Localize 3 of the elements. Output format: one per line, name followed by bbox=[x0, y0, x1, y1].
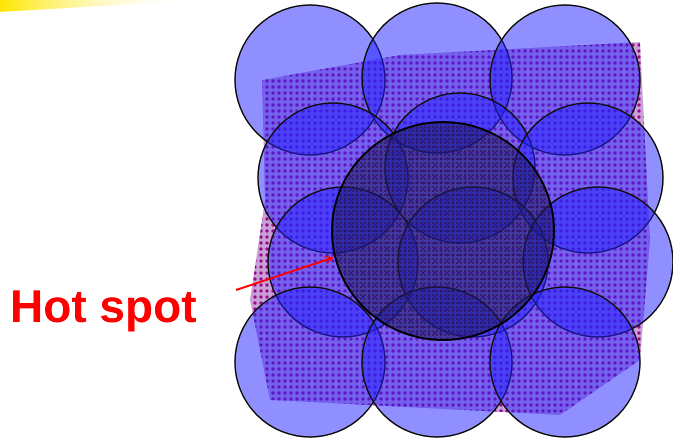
arrow bbox=[236, 256, 334, 291]
hot-spot-label: Hot spot bbox=[10, 283, 235, 345]
hot-spot-ellipse bbox=[331, 121, 555, 341]
